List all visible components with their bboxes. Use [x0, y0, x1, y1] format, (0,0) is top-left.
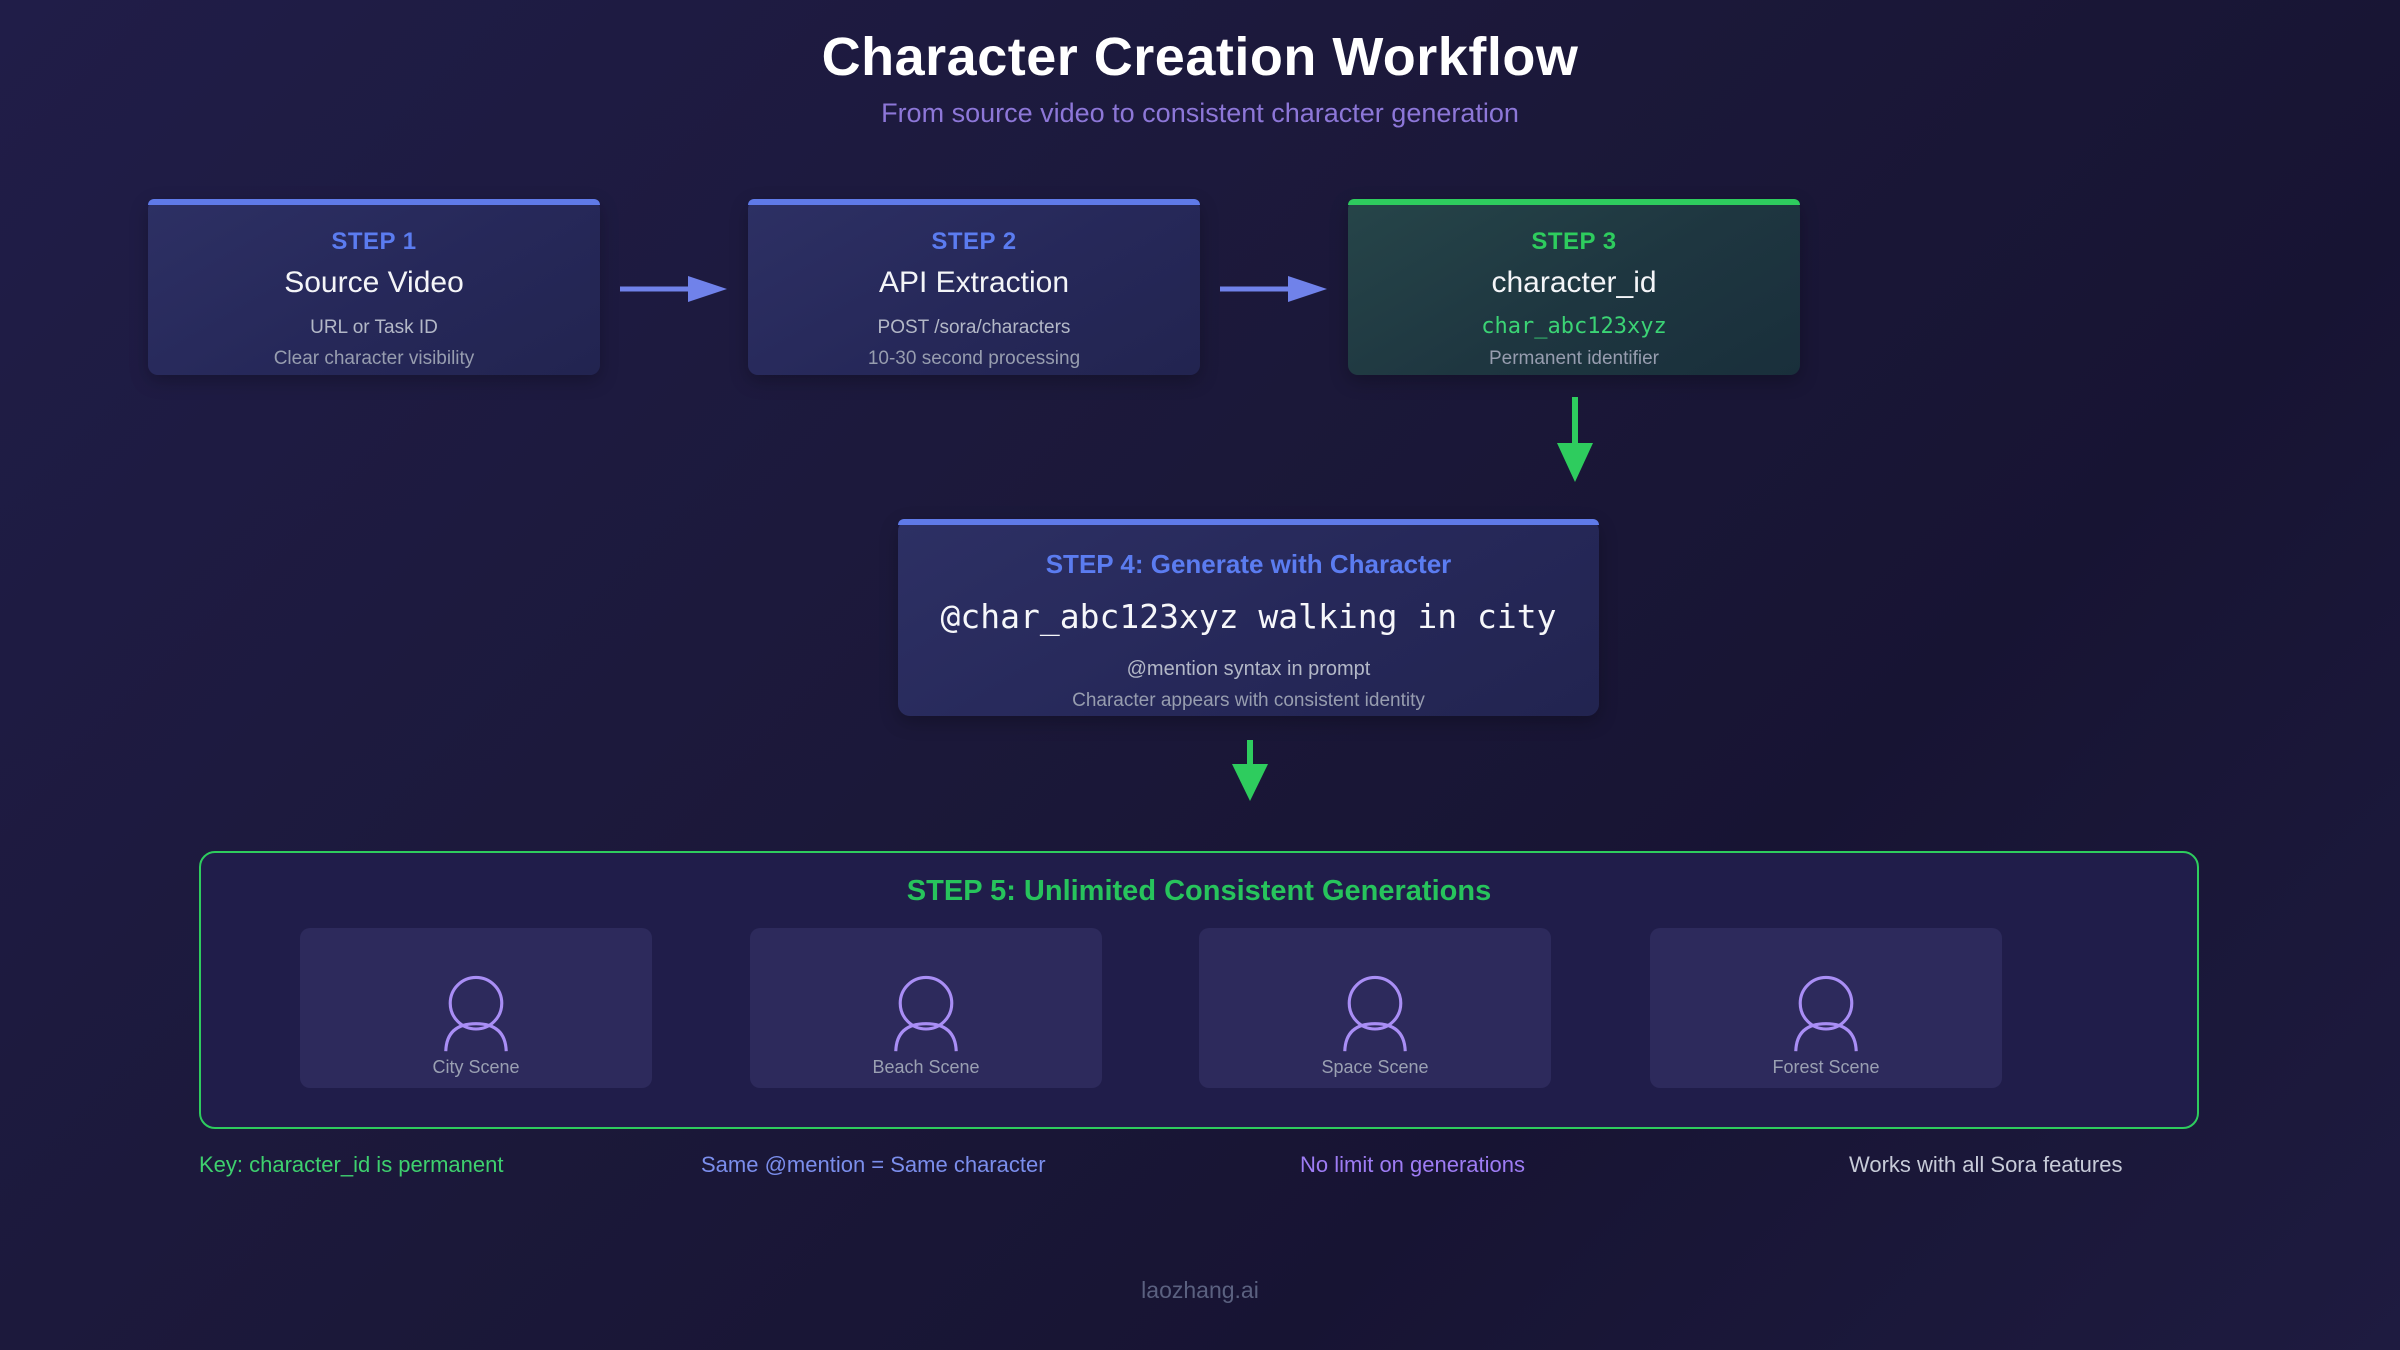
step3-detail-2: Permanent identifier: [1488, 348, 1660, 369]
step3-label: STEP 3: [1531, 228, 1617, 255]
step2-detail-1: POST /sora/characters: [877, 317, 1071, 338]
step4-detail-1: @mention syntax in prompt: [1126, 658, 1371, 680]
step3-title: character_id: [1491, 266, 1657, 299]
scene-label: Beach Scene: [872, 1057, 980, 1077]
step3-character-id-value: char_abc123xyz: [1481, 314, 1667, 339]
step2-box: STEP 2 API Extraction POST /sora/charact…: [748, 199, 1200, 375]
page-title: Character Creation Workflow: [821, 27, 1579, 87]
arrow-down-icon: [1557, 397, 1593, 482]
step1-label: STEP 1: [331, 228, 417, 255]
person-icon: [1343, 975, 1407, 1052]
step4-box: STEP 4: Generate with Character @char_ab…: [898, 519, 1599, 716]
person-icon: [894, 975, 958, 1052]
step5-heading: STEP 5: Unlimited Consistent Generations: [906, 875, 1492, 907]
note-same-mention: Same @mention = Same character: [701, 1152, 1046, 1177]
scene-card-space: Space Scene: [1199, 928, 1551, 1088]
arrow-right-icon: [1220, 276, 1327, 302]
step1-accent-bar: [148, 199, 600, 205]
scene-label: Space Scene: [1321, 1057, 1429, 1077]
footer-brand: laozhang.ai: [1141, 1277, 1259, 1303]
arrow-down-icon: [1232, 740, 1268, 801]
step4-prompt-code: @char_abc123xyz walking in city: [940, 597, 1557, 636]
person-icon: [444, 975, 508, 1052]
step3-accent-bar: [1348, 199, 1800, 205]
scene-card-city: City Scene: [300, 928, 652, 1088]
step1-box: STEP 1 Source Video URL or Task ID Clear…: [148, 199, 600, 375]
arrow-right-icon: [620, 276, 727, 302]
step3-box: STEP 3 character_id char_abc123xyz Perma…: [1348, 199, 1800, 375]
scene-label: Forest Scene: [1772, 1057, 1880, 1077]
note-no-limit: No limit on generations: [1300, 1152, 1526, 1177]
step1-title: Source Video: [284, 266, 464, 299]
step2-label: STEP 2: [931, 228, 1017, 255]
step5-box: STEP 5: Unlimited Consistent Generations…: [199, 851, 2199, 1129]
step4-label: STEP 4: Generate with Character: [1045, 549, 1452, 579]
step2-accent-bar: [748, 199, 1200, 205]
step1-detail-2: Clear character visibility: [273, 348, 475, 369]
step2-detail-2: 10-30 second processing: [867, 348, 1081, 369]
note-key-permanent: Key: character_id is permanent: [199, 1152, 504, 1177]
step2-title: API Extraction: [878, 266, 1070, 299]
note-sora-features: Works with all Sora features: [1849, 1152, 2123, 1177]
step4-detail-2: Character appears with consistent identi…: [1072, 690, 1425, 711]
scene-card-forest: Forest Scene: [1650, 928, 2002, 1088]
person-icon: [1794, 975, 1858, 1052]
page-subtitle: From source video to consistent characte…: [881, 98, 1519, 128]
step1-detail-1: URL or Task ID: [310, 317, 438, 338]
step4-accent-bar: [898, 519, 1599, 525]
scene-card-beach: Beach Scene: [750, 928, 1102, 1088]
scene-label: City Scene: [432, 1057, 520, 1077]
